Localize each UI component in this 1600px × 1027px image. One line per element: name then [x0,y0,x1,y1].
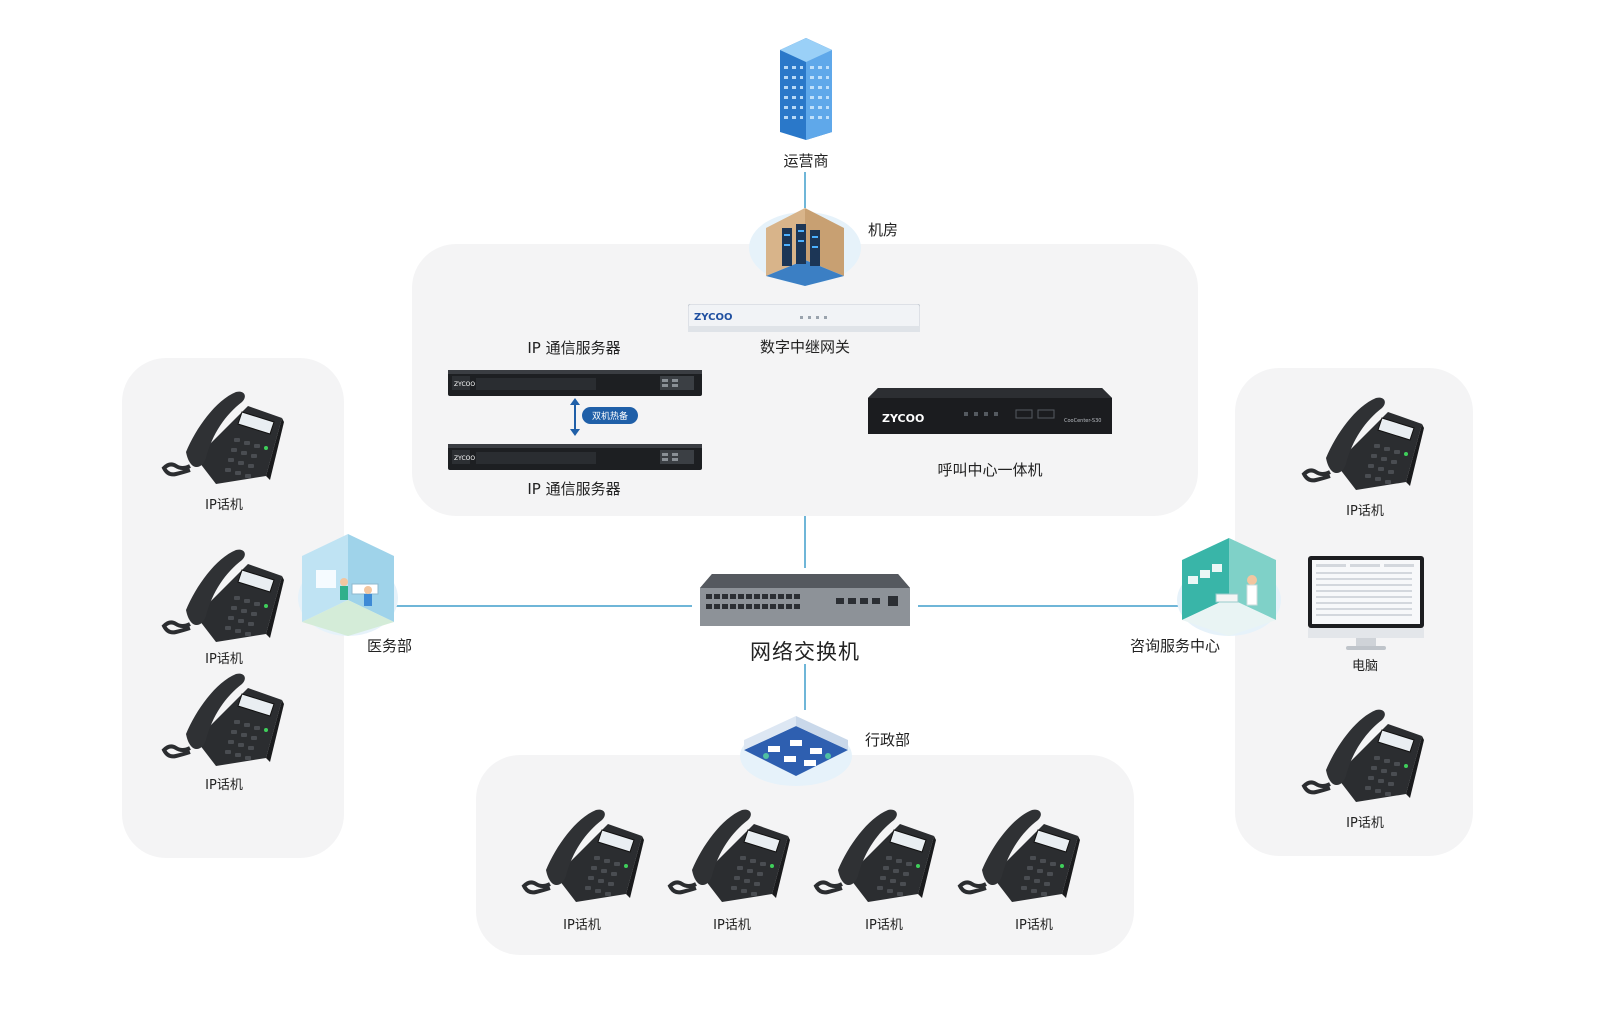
machine-room-label: 机房 [868,221,899,239]
switch-label: 网络交换机 [750,640,860,664]
link-switch-consult [918,605,1186,607]
call-center-label: 呼叫中心一体机 [937,461,1043,479]
gateway-device: ZYCOO [688,304,920,332]
link-core-switch [804,516,806,568]
ip-phone-icon [1302,395,1426,492]
building-icon [780,38,832,140]
ip-phone-icon [522,807,646,904]
carrier-label: 运营商 [783,152,829,170]
bottom-phone-3-label: IP话机 [865,918,903,933]
computer-monitor-icon [1308,556,1424,650]
link-carrier-room [804,172,806,208]
ip-phone-icon [1302,707,1426,804]
left-phone-3-label: IP话机 [205,778,243,793]
ip-phone-icon [814,807,938,904]
medical-room-icon [298,534,398,636]
admin-label: 行政部 [865,731,911,749]
bottom-phone-1-label: IP话机 [563,918,601,933]
right-phone-1-label: IP话机 [1346,504,1384,519]
ip-phone-icon [668,807,792,904]
computer-label: 电脑 [1351,659,1379,674]
ip-phone-icon [162,547,286,644]
ip-server-bottom [448,444,702,470]
consult-label: 咨询服务中心 [1130,637,1221,655]
gateway-label: 数字中继网关 [759,338,851,356]
call-center-brand: ZYCOO [882,412,924,425]
bottom-phone-4-label: IP话机 [1015,918,1053,933]
ip-phone-icon [958,807,1082,904]
medical-label: 医务部 [367,637,413,655]
office-room-icon [740,716,852,786]
server-room-icon [749,208,861,286]
link-switch-admin [804,664,806,710]
ip-phone-icon [162,389,286,486]
ip-server-top [448,370,702,396]
left-phone-1-label: IP话机 [205,498,243,513]
call-center-model: CooCenter-S30 [1064,418,1101,424]
gateway-brand: ZYCOO [694,312,732,323]
ip-server-bottom-label: IP 通信服务器 [527,480,621,498]
ip-server-top-label: IP 通信服务器 [527,339,621,357]
consult-room-icon [1177,538,1281,636]
bottom-phone-2-label: IP话机 [713,918,751,933]
right-phone-2-label: IP话机 [1346,816,1384,831]
call-center-device: ZYCOO CooCenter-S30 [868,388,1112,434]
link-medical-switch [390,605,692,607]
ip-phone-icon [162,671,286,768]
hot-standby-badge: 双机热备 [582,407,639,424]
network-switch-device [700,574,910,626]
left-phone-2-label: IP话机 [205,652,243,667]
hot-standby-arrow [570,398,580,436]
